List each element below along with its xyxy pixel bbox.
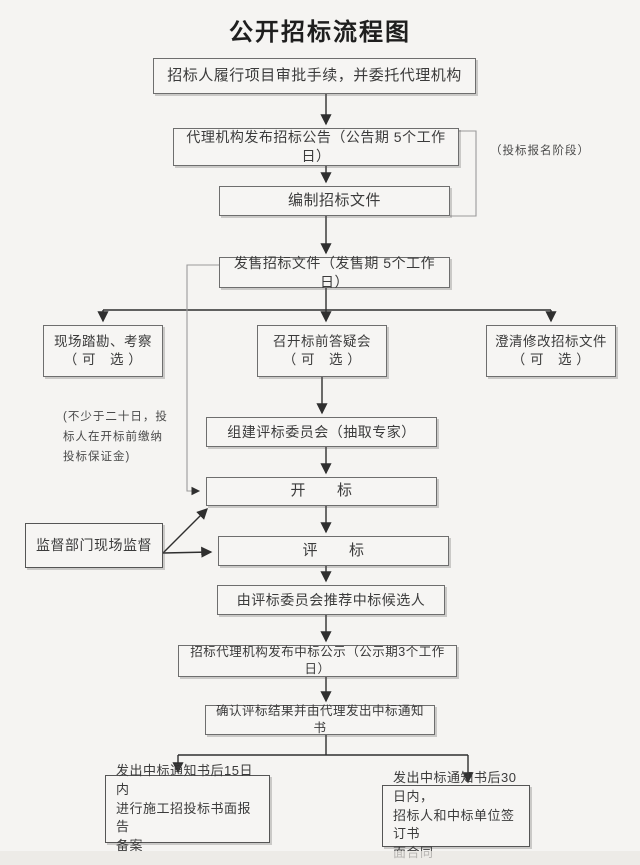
node-filing: 发出中标通知书后15日内 进行施工招投标书面报告 备案 bbox=[105, 763, 270, 853]
annotation-deposit-note: (不少于二十日，投 标人在开标前缴纳 投标保证金) bbox=[63, 411, 168, 464]
node-bid-evaluation: 评 标 bbox=[218, 536, 449, 566]
node-bid-opening: 开 标 bbox=[206, 477, 437, 506]
node-qa-meeting: 召开标前答疑会 （ 可 选 ） bbox=[257, 325, 387, 377]
page-title: 公开招标流程图 bbox=[229, 20, 411, 46]
node-announce: 代理机构发布招标公告（公告期 5个工作日） bbox=[173, 128, 459, 166]
node-committee: 组建评标委员会（抽取专家） bbox=[206, 417, 437, 447]
node-clarify: 澄清修改招标文件 （ 可 选 ） bbox=[486, 325, 616, 377]
node-confirm-notice: 确认评标结果并由代理发出中标通知书 bbox=[205, 704, 435, 735]
node-sell-docs: 发售招标文件（发售期 5个工作日） bbox=[219, 255, 450, 290]
arrow-supervision-opening bbox=[162, 508, 208, 554]
node-publicity: 招标代理机构发布中标公示（公示期3个工作日） bbox=[178, 645, 457, 677]
node-contract: 发出中标通知书后30日内， 招标人和中标单位签订书 面合同 bbox=[382, 770, 530, 860]
node-prepare-docs: 编制招标文件 bbox=[219, 186, 450, 216]
node-supervision: 监督部门现场监督 bbox=[25, 523, 163, 568]
bypass-selldocs-opening bbox=[186, 264, 219, 496]
node-site-survey: 现场踏勘、考察 （ 可 选 ） bbox=[43, 325, 163, 377]
arrow-supervision-evaluation bbox=[162, 546, 213, 558]
node-approve: 招标人履行项目审批手续，并委托代理机构 bbox=[153, 58, 476, 94]
annotation-registration-phase: （投标报名阶段） bbox=[490, 145, 590, 157]
phase-bracket bbox=[450, 130, 477, 217]
node-recommend: 由评标委员会推荐中标候选人 bbox=[217, 585, 445, 615]
